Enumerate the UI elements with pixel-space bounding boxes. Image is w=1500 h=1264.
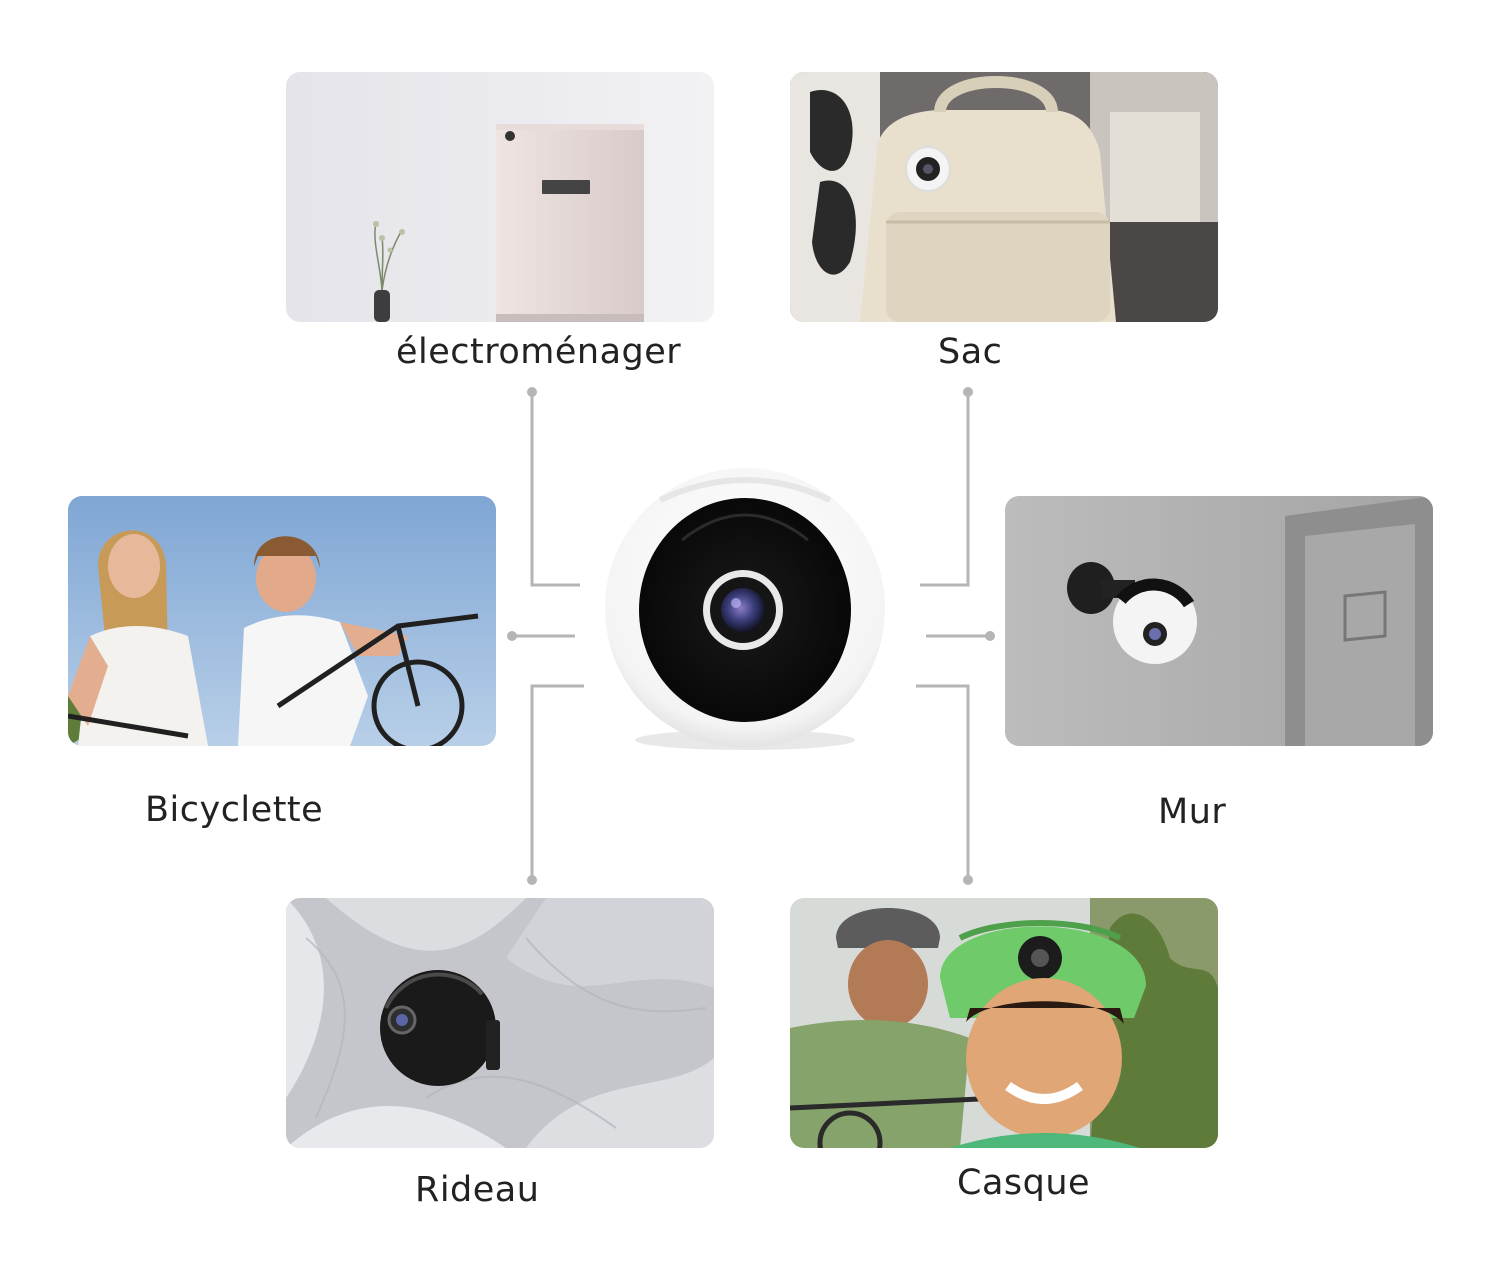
- bag-photo: [790, 72, 1218, 322]
- label-bicycle: Bicyclette: [145, 790, 324, 830]
- bicycle-photo: [68, 496, 496, 746]
- curtain-photo: [286, 898, 714, 1148]
- appliance-photo: [286, 72, 714, 322]
- label-curtain: Rideau: [415, 1170, 540, 1210]
- label-bag: Sac: [938, 332, 1003, 372]
- label-appliance: électroménager: [396, 332, 682, 372]
- helmet-photo: [790, 898, 1218, 1148]
- camera-product-image: [605, 468, 885, 750]
- label-helmet: Casque: [957, 1163, 1091, 1203]
- wall-photo: [1005, 496, 1433, 746]
- label-wall: Mur: [1158, 792, 1227, 832]
